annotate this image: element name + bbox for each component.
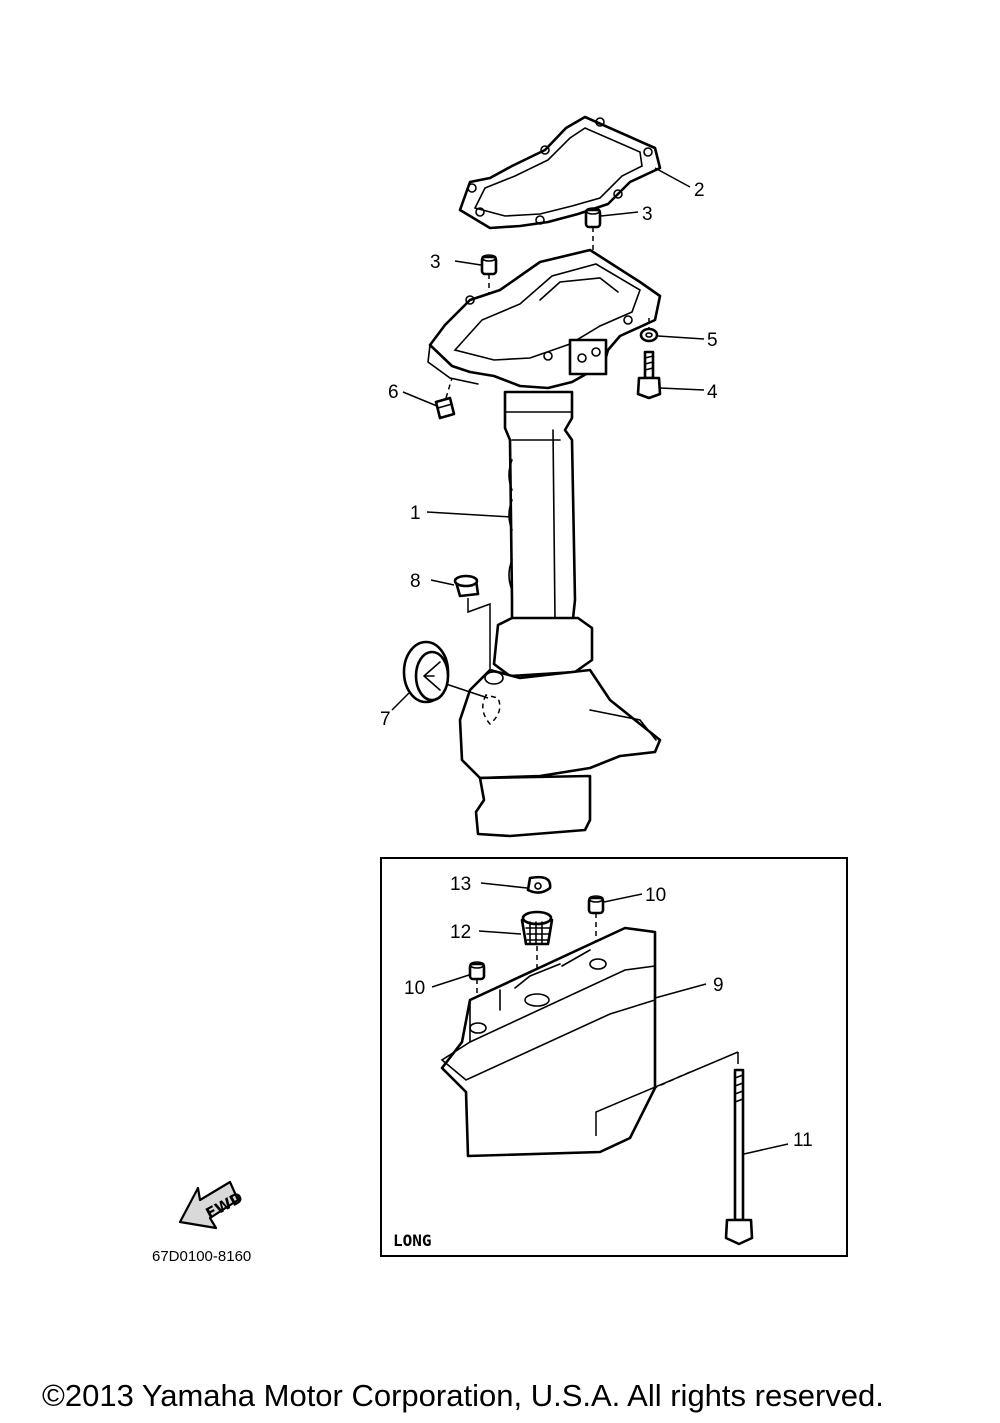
guide-6 <box>445 377 453 399</box>
circlip-part-13 <box>526 875 552 894</box>
dowel-part-3-right <box>584 207 602 229</box>
callout-8: 8 <box>410 571 421 592</box>
inset-label: LONG <box>393 1231 432 1250</box>
leader-7 <box>391 691 411 711</box>
leader-12 <box>478 930 522 935</box>
guide-11-dashed <box>649 1071 691 1091</box>
bolt-part-4 <box>636 350 662 400</box>
callout-1: 1 <box>410 503 421 524</box>
leader-13 <box>480 882 528 889</box>
callout-4: 4 <box>707 382 718 403</box>
diagram-code: 67D0100-8160 <box>152 1248 251 1265</box>
callout-10-left: 10 <box>404 978 425 999</box>
copyright-notice: ©2013 Yamaha Motor Corporation, U.S.A. A… <box>42 1378 884 1413</box>
callout-10-right: 10 <box>645 885 666 906</box>
collar-part-12 <box>520 910 554 946</box>
dowel-part-10-right <box>587 895 605 915</box>
callout-13: 13 <box>450 874 471 895</box>
upper-casing-head <box>427 248 662 390</box>
callout-2: 2 <box>694 180 705 201</box>
leader-11 <box>743 1143 789 1155</box>
gasket-part-2 <box>458 115 662 230</box>
grommet-part-8 <box>453 574 480 598</box>
upper-casing-part-1 <box>458 390 662 838</box>
callout-6: 6 <box>388 382 399 403</box>
leader-4 <box>659 387 705 391</box>
dowel-part-10-left <box>468 961 486 981</box>
long-bolt-part-11 <box>724 1068 754 1246</box>
fwd-arrow-icon: FWD <box>178 1180 246 1230</box>
leader-8 <box>430 579 455 586</box>
callout-3-left: 3 <box>430 252 441 273</box>
callout-3-right: 3 <box>642 204 653 225</box>
washer-part-5 <box>639 327 659 343</box>
dowel-part-3-left <box>480 254 498 276</box>
cover-part-7 <box>402 640 450 704</box>
leader-3-right <box>600 211 639 217</box>
leader-9 <box>654 983 707 999</box>
guide-7 <box>445 683 489 699</box>
guide-8 <box>467 598 491 672</box>
plug-part-6 <box>434 396 456 420</box>
callout-9: 9 <box>713 975 724 996</box>
leader-2 <box>654 167 691 188</box>
guide-11 <box>595 1051 739 1136</box>
long-shaft-inset-box <box>380 857 848 1257</box>
leader-3-left <box>454 260 482 266</box>
callout-11: 11 <box>793 1130 813 1151</box>
leader-10-left <box>431 974 470 988</box>
leader-5 <box>657 335 705 340</box>
leader-1 <box>426 511 513 518</box>
leader-10-right <box>603 893 643 903</box>
leader-6 <box>402 391 438 407</box>
callout-7: 7 <box>380 709 391 730</box>
callout-5: 5 <box>707 330 718 351</box>
extension-part-9 <box>440 926 657 1158</box>
callout-12: 12 <box>450 922 471 943</box>
